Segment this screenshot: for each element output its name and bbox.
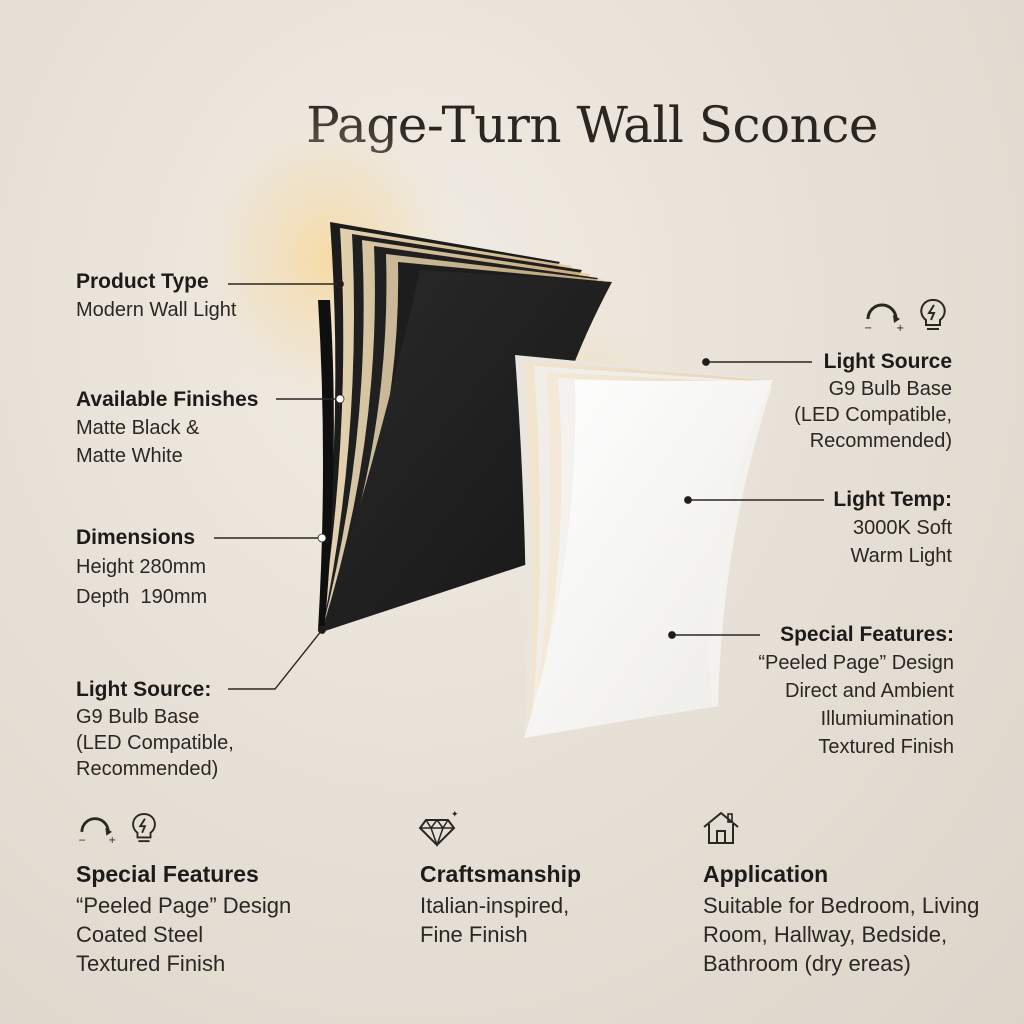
svg-text:+: +	[108, 835, 116, 845]
special-right-heading: Special Features:	[780, 623, 954, 646]
finishes-line: Matte White	[76, 445, 183, 467]
house-icon	[703, 811, 739, 844]
svg-text:−: −	[78, 835, 86, 845]
label-light-source-right: Light Source G9 Bulb Base (LED Compatibl…	[794, 348, 952, 454]
label-finishes: Available Finishes Matte Black & Matte W…	[76, 386, 258, 470]
bottom-application-line: Bathroom (dry ereas)	[703, 951, 911, 976]
bottom-application: Application Suitable for Bedroom, Living…	[703, 860, 979, 978]
light-temp-line: 3000K Soft	[853, 517, 952, 539]
light-source-right-line: G9 Bulb Base	[828, 378, 952, 400]
bottom-icons-special: − +	[76, 812, 158, 846]
svg-text:✦: ✦	[451, 810, 459, 820]
label-special-right: Special Features: “Peeled Page” Design D…	[758, 621, 954, 761]
light-source-left-line: G9 Bulb Base	[76, 706, 200, 728]
svg-text:−: −	[864, 323, 872, 333]
dimensions-heading: Dimensions	[76, 526, 196, 549]
bottom-special-heading: Special Features	[76, 861, 259, 887]
white-sconce	[515, 355, 773, 738]
bottom-special-line: Coated Steel	[76, 922, 204, 947]
bottom-special: Special Features “Peeled Page” Design Co…	[76, 860, 291, 978]
bottom-application-line: Room, Hallway, Bedside,	[703, 922, 948, 947]
light-temp-heading: Light Temp:	[833, 488, 952, 511]
label-light-temp: Light Temp: 3000K Soft Warm Light	[833, 486, 952, 570]
label-light-source-left: Light Source: G9 Bulb Base (LED Compatib…	[76, 676, 234, 782]
finishes-heading: Available Finishes	[76, 388, 259, 411]
light-temp-line: Warm Light	[850, 545, 952, 567]
bottom-application-heading: Application	[703, 861, 829, 887]
light-source-right-line: (LED Compatible,	[794, 404, 952, 426]
dimmer-icon: − +	[78, 817, 116, 845]
light-source-right-line: Recommended)	[809, 430, 952, 452]
bottom-craft-line: Fine Finish	[420, 922, 528, 947]
diamond-icon: ✦	[418, 810, 459, 848]
product-type-heading: Product Type	[76, 270, 209, 293]
dimensions-line: Depth 190mm	[76, 586, 208, 608]
finishes-line: Matte Black &	[76, 417, 200, 439]
bulb-icon	[920, 298, 946, 330]
bottom-craft-line: Italian-inspired,	[420, 893, 570, 918]
light-source-left-line: Recommended)	[76, 758, 219, 780]
product-type-line: Modern Wall Light	[76, 299, 237, 321]
label-product-type: Product Type Modern Wall Light	[76, 268, 236, 324]
svg-text:+: +	[896, 323, 904, 333]
right-icons: − +	[862, 298, 948, 334]
leader-light-source-left	[228, 629, 323, 690]
light-source-left-line: (LED Compatible,	[76, 732, 234, 754]
light-source-right-heading: Light Source	[823, 350, 952, 373]
bottom-application-line: Suitable for Bedroom, Living	[703, 893, 980, 918]
dimmer-icon: − +	[864, 303, 904, 333]
special-right-line: “Peeled Page” Design	[758, 652, 954, 674]
bottom-craft: Craftsmanship Italian-inspired, Fine Fin…	[420, 860, 581, 949]
label-dimensions: Dimensions Height 280mm Depth 190mm	[76, 524, 207, 612]
bulb-icon	[132, 813, 156, 843]
bottom-special-line: Textured Finish	[76, 951, 226, 976]
special-right-line: Textured Finish	[818, 736, 954, 758]
special-right-line: Illumiumination	[820, 708, 954, 730]
special-right-line: Direct and Ambient	[785, 680, 954, 702]
light-source-left-heading: Light Source:	[76, 678, 212, 701]
black-sconce	[318, 222, 612, 634]
bottom-craft-heading: Craftsmanship	[420, 861, 582, 887]
bottom-special-line: “Peeled Page” Design	[76, 893, 292, 918]
dimensions-line: Height 280mm	[76, 556, 207, 578]
